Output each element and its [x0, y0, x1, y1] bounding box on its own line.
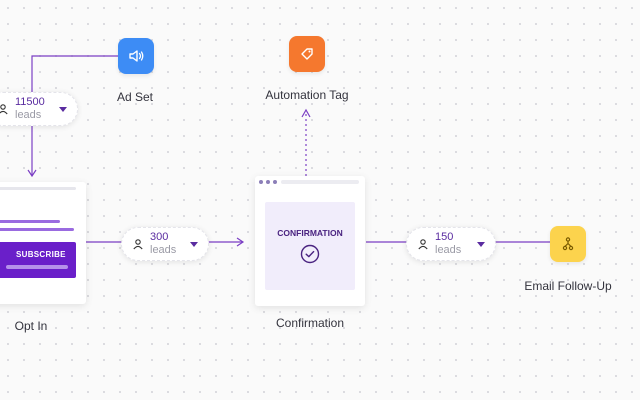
subscribe-button-label: SUBSCRIBE — [16, 250, 66, 259]
connector-adset-optin — [31, 55, 118, 176]
user-icon — [417, 238, 429, 250]
check-circle-icon — [300, 244, 320, 264]
tag-icon — [301, 48, 313, 60]
text-placeholder-line — [0, 228, 74, 231]
connector-confirmation-tag-arrow — [301, 108, 311, 118]
user-icon — [0, 103, 9, 115]
progress-placeholder — [6, 265, 68, 269]
email-follow-up-label: Email Follow-Up — [524, 279, 612, 293]
confirmation-title: CONFIRMATION — [277, 228, 343, 238]
speaker-icon — [129, 50, 144, 62]
automation-tag-label: Automation Tag — [265, 88, 349, 102]
leads-count: 300 — [150, 231, 169, 243]
connector-optin-confirmation-arrow — [236, 237, 245, 247]
text-placeholder-line — [0, 220, 60, 223]
window-dots — [259, 180, 277, 184]
branch-icon — [562, 237, 574, 251]
leads-unit: leads — [150, 244, 177, 256]
leads-pill-ad-to-optin[interactable]: 11500 leads — [0, 92, 78, 126]
leads-pill-confirmation-to-email[interactable]: 150 leads — [406, 227, 496, 261]
leads-unit: leads — [435, 244, 462, 256]
confirmation-panel: CONFIRMATION — [265, 202, 355, 290]
chevron-down-icon[interactable] — [190, 241, 198, 247]
leads-count: 11500 — [15, 96, 45, 108]
chevron-down-icon[interactable] — [477, 241, 485, 247]
email-follow-up-node[interactable] — [550, 226, 586, 262]
opt-in-node[interactable]: SUBSCRIBE — [0, 182, 86, 304]
ad-set-label: Ad Set — [116, 90, 154, 104]
leads-count: 150 — [435, 231, 454, 243]
leads-pill-optin-to-confirmation[interactable]: 300 leads — [121, 227, 209, 261]
automation-tag-node[interactable] — [289, 36, 325, 72]
opt-in-label: Opt In — [14, 319, 48, 333]
user-icon — [132, 238, 144, 250]
chevron-down-icon[interactable] — [59, 106, 67, 112]
subscribe-button[interactable]: SUBSCRIBE — [0, 242, 76, 278]
leads-unit: leads — [15, 109, 42, 121]
confirmation-node[interactable]: CONFIRMATION — [255, 176, 365, 306]
page-header-bar — [281, 180, 359, 184]
connector-adset-optin-arrow — [27, 169, 37, 178]
ad-set-node[interactable] — [118, 38, 154, 74]
page-header-bar — [0, 187, 76, 190]
confirmation-label: Confirmation — [275, 316, 345, 330]
